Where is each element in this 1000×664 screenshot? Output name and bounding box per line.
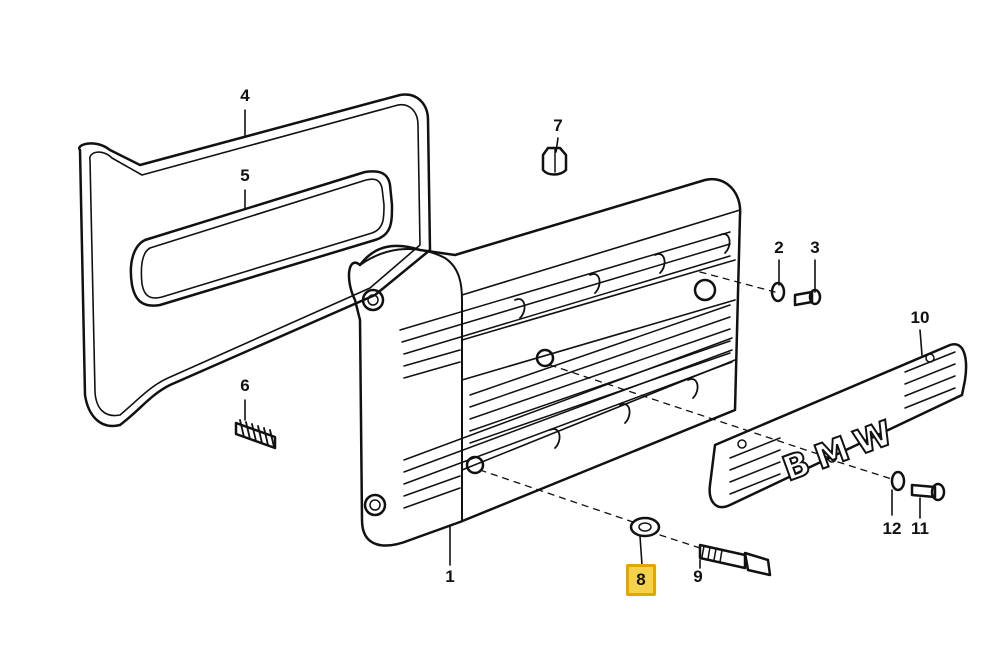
gasket-outer (77, 93, 432, 428)
bolt-9 (698, 543, 772, 577)
callout-9: 9 (693, 567, 703, 586)
callout-5: 5 (240, 166, 250, 185)
valve-cover-body (347, 177, 742, 547)
spring-part (234, 419, 277, 450)
callout-7: 7 (553, 116, 563, 135)
washer-2 (770, 281, 786, 303)
callout-12: 12 (882, 519, 902, 538)
grommet-8 (629, 516, 661, 538)
callout-2: 2 (774, 238, 784, 257)
gasket-inner (129, 170, 394, 307)
callout-1: 1 (445, 567, 455, 586)
cap-part (541, 146, 568, 176)
callout-4: 4 (240, 86, 250, 105)
callout-8-highlighted[interactable]: 8 (626, 564, 656, 596)
callout-6: 6 (240, 376, 250, 395)
bmw-nameplate (708, 343, 968, 509)
callout-11: 11 (911, 519, 929, 538)
callout-3: 3 (810, 238, 820, 257)
callout-10: 10 (910, 308, 930, 327)
bolt-11 (910, 482, 946, 502)
bolt-3 (793, 288, 822, 307)
washer-12 (890, 470, 906, 492)
